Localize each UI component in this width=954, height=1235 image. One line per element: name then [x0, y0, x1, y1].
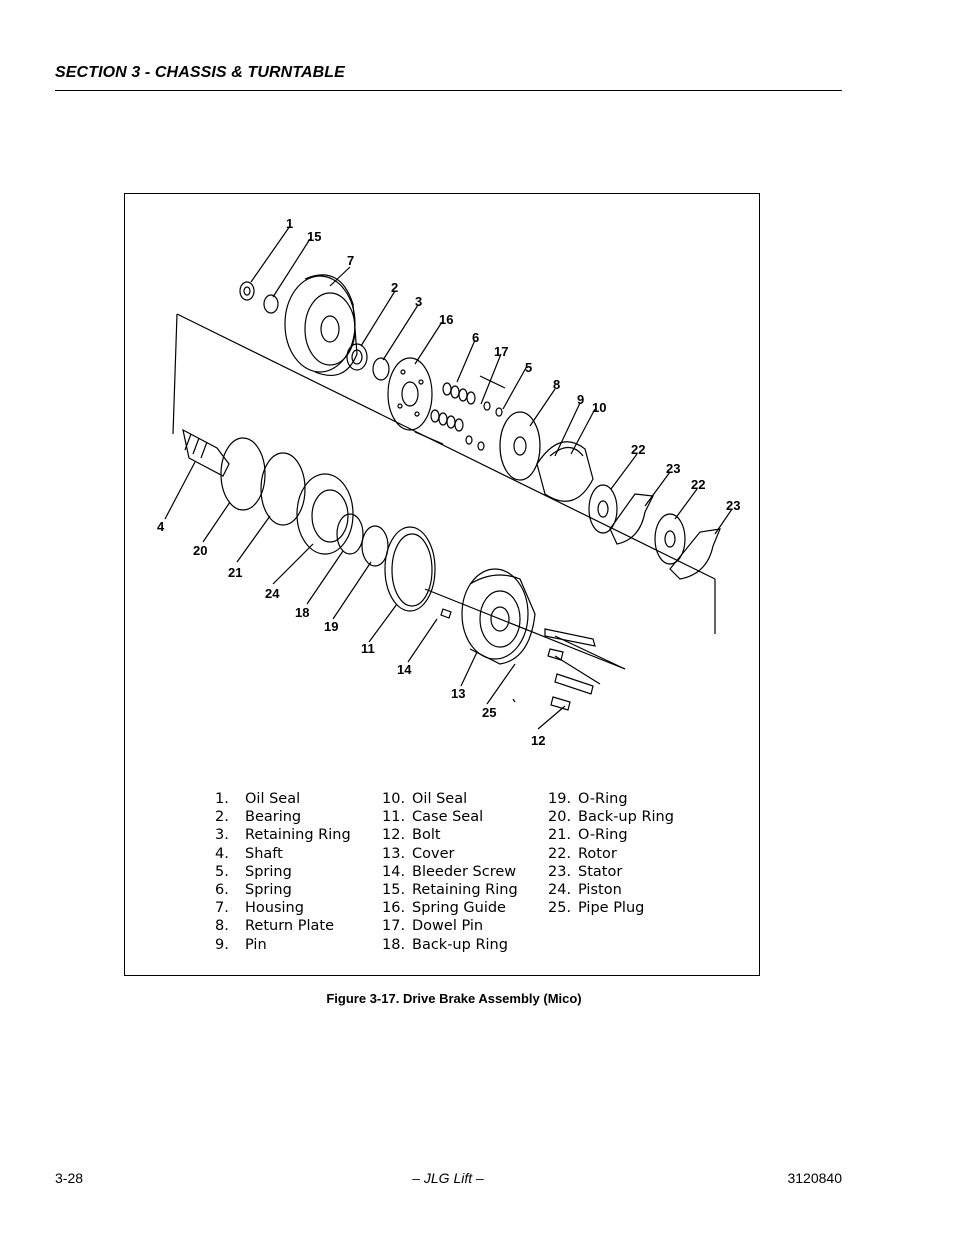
legend-item: 10.Oil Seal [382, 791, 468, 807]
legend-column-1: 1.Oil Seal 2.Bearing 3.Retaining Ring 4.… [215, 790, 351, 954]
legend-item: 6.Spring [215, 882, 292, 899]
legend-item: 25.Pipe Plug [548, 900, 645, 917]
callout-6: 6 [472, 330, 479, 345]
callout-17: 17 [494, 344, 508, 359]
exploded-diagram: 1 15 7 2 3 16 6 17 5 8 9 10 22 23 22 23 … [125, 194, 759, 794]
legend-item: 24.Piston [548, 882, 622, 899]
callout-22: 22 [631, 442, 645, 457]
publisher-footer: – JLG Lift – [412, 1170, 484, 1186]
legend-item: 18.Back-up Ring [382, 936, 508, 953]
callout-1: 1 [286, 216, 293, 231]
callout-5: 5 [525, 360, 532, 375]
header-rule [55, 90, 842, 91]
legend-item: 20.Back-up Ring [548, 809, 674, 826]
callout-22b: 22 [691, 477, 705, 492]
legend-item: 13.Cover [382, 845, 455, 862]
callout-15: 15 [307, 229, 321, 244]
legend-item: 12.Bolt [382, 827, 441, 844]
callout-8: 8 [553, 377, 560, 392]
page-number: 3-28 [55, 1170, 84, 1186]
callout-23b: 23 [726, 498, 740, 513]
legend-item: 23.Stator [548, 863, 623, 880]
document-number: 3120840 [787, 1170, 842, 1186]
callout-16: 16 [439, 312, 453, 327]
callout-25: 25 [482, 705, 496, 720]
legend-item: 21.O-Ring [548, 827, 628, 844]
callout-19: 19 [324, 619, 338, 634]
callout-12: 12 [531, 733, 545, 748]
callout-10: 10 [592, 400, 606, 415]
callout-3: 3 [415, 294, 422, 309]
legend-item: 1.Oil Seal [215, 791, 301, 807]
legend-column-3: 19.O-Ring 20.Back-up Ring 21.O-Ring 22.R… [548, 790, 674, 917]
callout-13: 13 [451, 686, 465, 701]
callout-11: 11 [361, 641, 375, 656]
legend-item: 16.Spring Guide [382, 900, 506, 917]
callout-9: 9 [577, 392, 584, 407]
legend-item: 7.Housing [215, 900, 304, 917]
legend-item: 14.Bleeder Screw [382, 863, 517, 880]
figure-box: 1 15 7 2 3 16 6 17 5 8 9 10 22 23 22 23 … [124, 193, 760, 976]
callout-18: 18 [295, 605, 309, 620]
drive-brake-exploded-view: 1 15 7 2 3 16 6 17 5 8 9 10 22 23 22 23 … [157, 216, 740, 748]
legend-item: 2.Bearing [215, 809, 302, 826]
callout-21: 21 [228, 565, 242, 580]
legend-item: 8.Return Plate [215, 918, 334, 935]
section-title: SECTION 3 - CHASSIS & TURNTABLE [55, 64, 345, 81]
legend-item: 4.Shaft [215, 845, 283, 862]
callout-2: 2 [391, 280, 398, 295]
callout-4: 4 [157, 519, 165, 534]
callout-24: 24 [265, 586, 280, 601]
callout-7: 7 [347, 253, 354, 268]
legend-item: 11.Case Seal [382, 809, 484, 826]
legend-item: 3.Retaining Ring [215, 827, 351, 844]
legend-item: 22.Rotor [548, 845, 617, 862]
callout-20: 20 [193, 543, 207, 558]
legend-item: 9.Pin [215, 936, 267, 953]
callout-14: 14 [397, 662, 412, 677]
legend-column-2: 10.Oil Seal 11.Case Seal 12.Bolt 13.Cove… [382, 790, 518, 954]
figure-caption: Figure 3-17. Drive Brake Assembly (Mico) [326, 991, 582, 1006]
callout-23: 23 [666, 461, 680, 476]
legend-item: 5.Spring [215, 863, 292, 880]
legend-item: 17.Dowel Pin [382, 918, 484, 935]
legend-item: 19.O-Ring [548, 791, 628, 807]
legend-item: 15.Retaining Ring [382, 882, 518, 899]
